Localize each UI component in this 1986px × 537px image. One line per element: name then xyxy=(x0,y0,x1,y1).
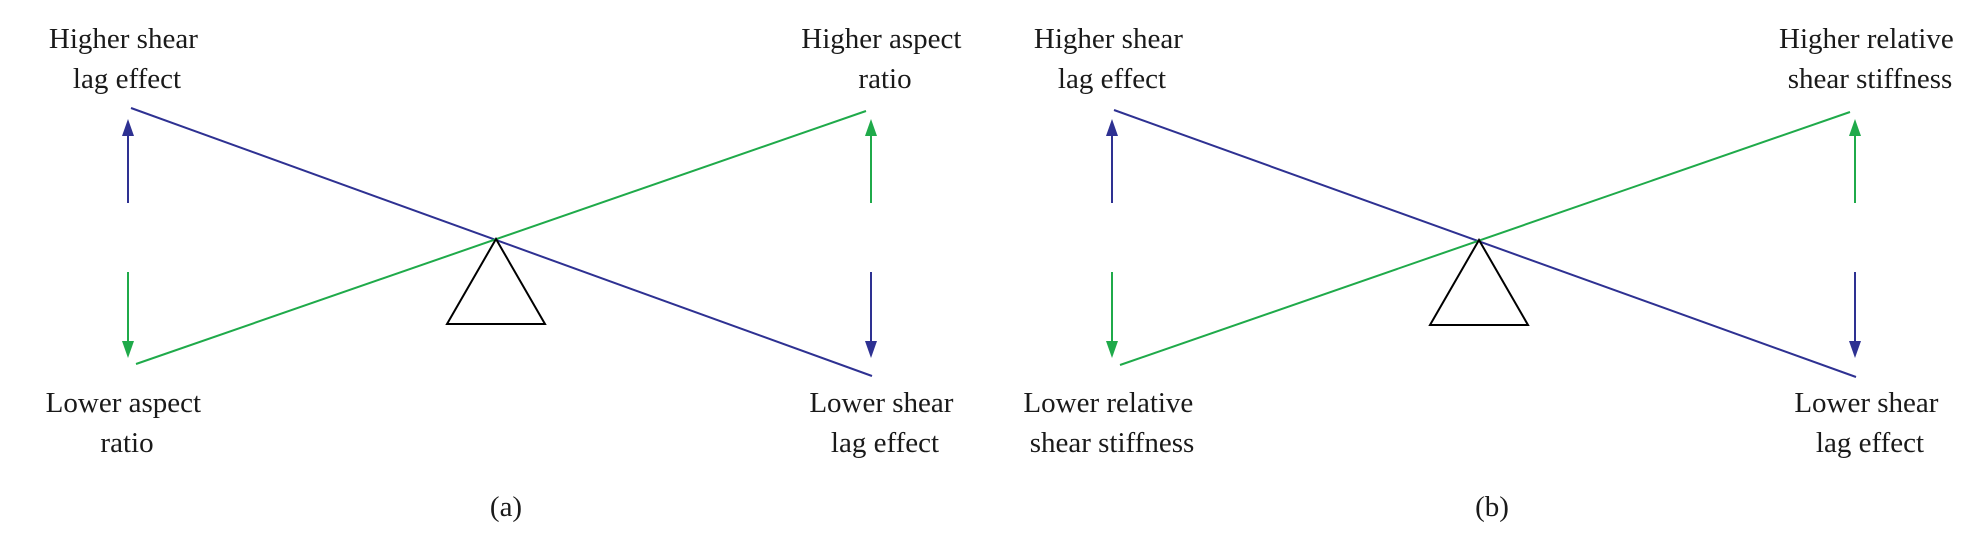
bottom-right-label: Lower shear lag effect xyxy=(1794,387,1945,459)
bottom-right-label: Lower shear lag effect xyxy=(809,387,960,459)
top-right-arrow-up-icon xyxy=(1849,119,1861,203)
blue-lever-line xyxy=(1113,109,1857,378)
top-left-arrow-up-icon xyxy=(122,119,134,203)
panel-caption: (b) xyxy=(1475,491,1509,523)
panel-a: Higher shear lag effect Higher aspect ra… xyxy=(46,23,969,523)
top-right-label: Higher relative shear stiffness xyxy=(1779,23,1961,95)
top-left-label: Higher shear lag effect xyxy=(49,23,205,95)
bottom-right-arrow-down-icon xyxy=(1849,272,1861,358)
fulcrum-triangle xyxy=(1428,237,1530,326)
bottom-left-arrow-down-icon xyxy=(1106,272,1118,358)
panel-caption: (a) xyxy=(490,491,522,523)
bottom-left-label: Lower aspect ratio xyxy=(46,387,209,459)
fulcrum-triangle xyxy=(445,236,547,325)
green-lever-line xyxy=(135,110,867,365)
top-right-arrow-up-icon xyxy=(865,119,877,203)
bottom-left-arrow-down-icon xyxy=(122,272,134,358)
top-left-arrow-up-icon xyxy=(1106,119,1118,203)
green-lever-line xyxy=(1119,111,1851,366)
top-right-label: Higher aspect ratio xyxy=(801,23,969,95)
bottom-left-label: Lower relative shear stiffness xyxy=(1023,387,1200,459)
blue-lever-line xyxy=(130,107,873,377)
top-left-label: Higher shear lag effect xyxy=(1034,23,1190,95)
panel-b: Higher shear lag effect Higher relative … xyxy=(1023,23,1961,523)
bottom-right-arrow-down-icon xyxy=(865,272,877,358)
